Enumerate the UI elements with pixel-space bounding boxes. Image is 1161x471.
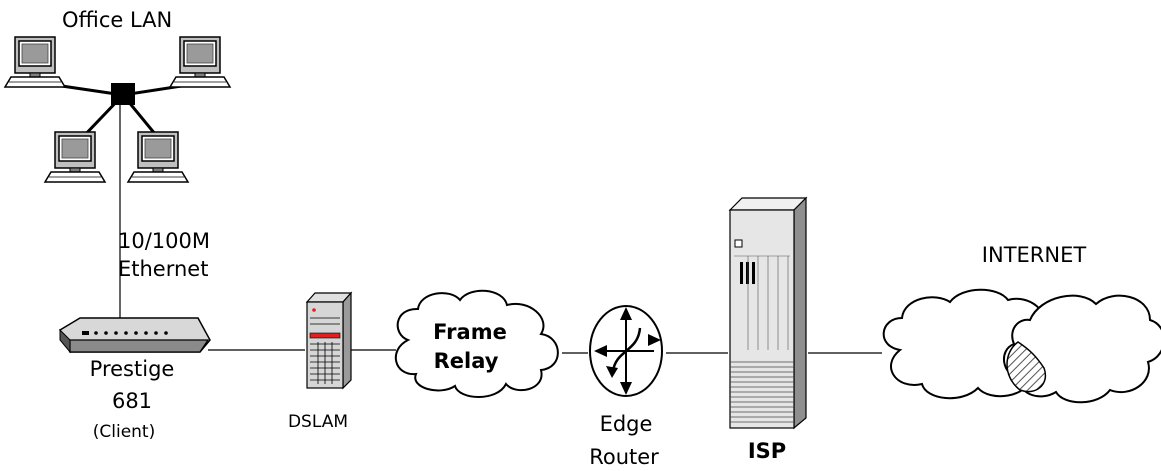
computer-icon [169,36,231,88]
cloud-icon [394,289,559,398]
lan-computer-top-right [169,36,231,88]
edge-router-label-line2: Router [589,445,659,469]
prestige-label-line2: 681 [112,389,152,413]
lan-computer-bottom-left [44,131,106,183]
ethernet-label-line2: Ethernet [118,257,208,281]
computer-icon [127,131,189,183]
dslam-rack-icon [305,291,353,390]
office-lan-label: Office LAN [62,8,172,32]
modem-icon [59,317,211,354]
internet-label: INTERNET [982,243,1087,267]
wan-links [119,105,882,354]
lan-computer-top-left [4,36,66,88]
edge-router-label-line1: Edge [600,412,653,436]
dslam-label: DSLAM [288,412,348,432]
frame-relay-label-line1: Frame [433,320,507,344]
ethernet-label-line1: 10/100M [118,229,210,253]
lan-computer-bottom-right [127,131,189,183]
hub-icon [111,83,135,105]
internet-cloud-icon [882,288,1161,404]
computer-icon [4,36,66,88]
prestige-label-line1: Prestige [90,357,175,381]
server-tower-icon [728,196,808,430]
router-icon [589,305,663,397]
isp-label: ISP [748,439,786,463]
frame-relay-label-line2: Relay [434,349,499,373]
prestige-label-line3: (Client) [93,422,155,442]
computer-icon [44,131,106,183]
